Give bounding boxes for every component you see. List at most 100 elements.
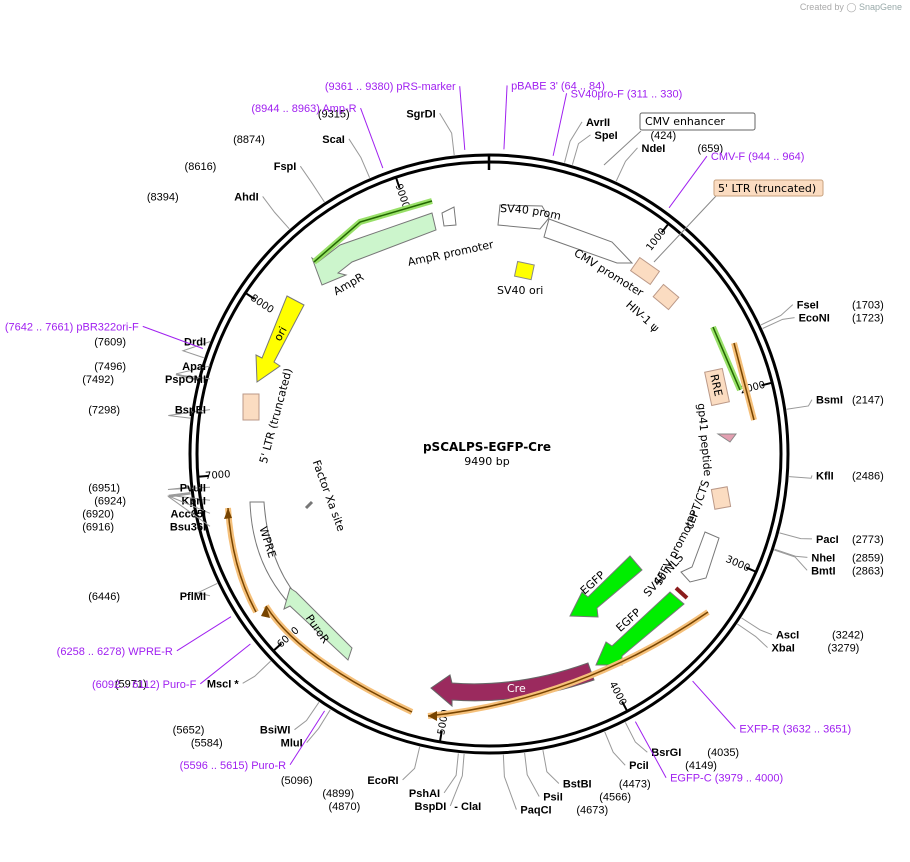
orange-arc-lower-left	[224, 507, 259, 614]
feature-rre: RRE	[704, 325, 757, 421]
site-name: Acc65I	[171, 508, 206, 520]
feature-gp41: gp41 peptide	[695, 403, 737, 477]
site-position: (7609)	[94, 337, 126, 349]
site-ahdi: AhdI(8394)	[147, 191, 290, 230]
site-name: ScaI	[322, 134, 345, 146]
site-name: ApaI	[182, 361, 206, 373]
feature-egfp-1: EGFP	[569, 555, 643, 618]
feature-cmv-promoter: CMV promoter	[543, 218, 646, 300]
site-name: MscI *	[207, 678, 240, 690]
site-name: KpnI	[182, 495, 206, 507]
feature-ampr-promoter: AmpR promoter	[406, 206, 495, 269]
feature-ampr: AmpR	[310, 198, 437, 298]
feature-hiv-psi: HIV-1 ψ	[623, 256, 680, 335]
site-position: (5096)	[281, 775, 313, 787]
site-position: (8616)	[185, 161, 217, 173]
primer-8: (6258 .. 6278) WPRE-R	[57, 616, 232, 658]
site-position: (4035)	[707, 747, 739, 759]
site-name: EcoRI	[367, 775, 398, 787]
site-position: (2773)	[852, 534, 884, 546]
feature-wpre: WPRE	[249, 501, 297, 601]
site-name: BsrGI	[651, 747, 681, 759]
site-name: AvrII	[586, 117, 610, 129]
site-position: (9315)	[318, 108, 350, 120]
site-name: BspEI	[175, 405, 206, 417]
tick-mark-9000	[394, 176, 401, 188]
site-position: (7496)	[94, 361, 126, 373]
site-ecori: EcoRI (5096)	[281, 746, 421, 787]
site-position: (3242)	[832, 630, 864, 642]
tick-label-3000: 3000	[724, 554, 752, 574]
site-name: BstBI	[563, 779, 592, 791]
site-name: PaqCI	[520, 805, 551, 817]
hiv-psi-label: HIV-1 ψ	[623, 298, 662, 335]
site-paqci: PaqCI(4673)	[502, 754, 608, 817]
tick-mark-6000	[272, 642, 283, 652]
tick-mark-5000	[438, 730, 443, 743]
site-name: PvuII	[180, 482, 206, 494]
site-drdi: DrdI(7609)	[94, 337, 211, 359]
site-bsu36i: Bsu36I (6916)	[82, 493, 211, 533]
site-name: AscI	[776, 630, 799, 642]
cmv-enhancer-callout: CMV enhancer	[603, 112, 756, 166]
site-position: (6920)	[82, 508, 114, 520]
site-name: SpeI	[594, 130, 617, 142]
feature-5ltr: 5' LTR (truncated)	[242, 367, 295, 465]
tick-label-6000: 6000	[275, 625, 301, 650]
rre-label: RRE	[707, 373, 724, 398]
cre-label: Cre	[507, 682, 526, 695]
primer-7: EGFP-C (3979 .. 4000)	[634, 721, 783, 785]
ltr-box-label: 5' LTR (truncated)	[718, 182, 816, 195]
site-asci: AscI (3242)	[741, 617, 864, 642]
plasmid-name: pSCALPS-EGFP-Cre	[423, 440, 551, 454]
site-pshai: PshAI(4899)	[322, 753, 459, 800]
site-econi: EcoNI (1723)	[762, 313, 884, 329]
site-position: (5584)	[191, 738, 223, 750]
tick-label-4000: 4000	[606, 680, 628, 708]
feature-sv40-ori: SV40 ori	[497, 260, 543, 297]
site-bsiwi: BsiWI(5652)	[173, 702, 320, 737]
site-fsei: FseI(1703)	[760, 300, 884, 326]
tick-label-8000: 8000	[248, 293, 275, 316]
primer-label: EGFP-C (3979 .. 4000)	[670, 773, 783, 785]
primer-label: (6258 .. 6278) WPRE-R	[57, 646, 173, 658]
plasmid-length: 9490 bp	[464, 455, 509, 468]
primer-6: EXFP-R (3632 .. 3651)	[692, 680, 851, 736]
tick-label-7000: 7000	[205, 469, 231, 482]
site-msci: MscI * (5971)	[115, 660, 271, 690]
site-position: (4149)	[685, 760, 717, 772]
orange-arc-right	[427, 609, 710, 721]
site-name: FspI	[274, 161, 297, 173]
site-name: MluI	[281, 738, 303, 750]
ori-label: ori	[271, 324, 289, 343]
site-position: (5971)	[115, 678, 147, 690]
site-position: (4870)	[329, 801, 361, 813]
site-name: KflI	[816, 470, 834, 482]
primer-1: pBABE 3' (64 .. 84)	[503, 80, 605, 150]
site-xbai: XbaI(3279)	[737, 623, 859, 655]
site-bmti: BmtI(2863)	[774, 549, 884, 577]
site-name: EcoNI	[799, 313, 830, 325]
site-name: PshAI	[409, 788, 440, 800]
site-kfli: KflI(2486)	[789, 470, 884, 482]
feature-factorxa: Factor Xa site	[304, 458, 348, 533]
site-position: (1723)	[852, 313, 884, 325]
site-fspi: FspI (8616)	[185, 161, 325, 203]
site-paci: PacI(2773)	[779, 532, 884, 546]
ltr-box-callout: 5' LTR (truncated)	[653, 179, 824, 263]
site-position: (6924)	[94, 495, 126, 507]
site-name: BsiWI	[260, 725, 291, 737]
primer-9: (6092 .. 6112) Puro-F	[92, 643, 251, 691]
primer-0: (9361 .. 9380) pRS-marker	[325, 81, 466, 151]
site-extra: - ClaI	[454, 801, 481, 813]
site-name: FseI	[797, 300, 819, 312]
site-pvuii: PvuII(6951)	[88, 482, 211, 494]
snapgene-credit: Created by ◯ SnapGene	[799, 2, 902, 12]
site-position: (2859)	[852, 552, 884, 564]
primer-label: CMV-F (944 .. 964)	[711, 151, 805, 163]
site-ndei: NdeI(659)	[615, 143, 723, 182]
site-name: Bsu36I	[170, 521, 206, 533]
site-position: (6916)	[82, 521, 114, 533]
